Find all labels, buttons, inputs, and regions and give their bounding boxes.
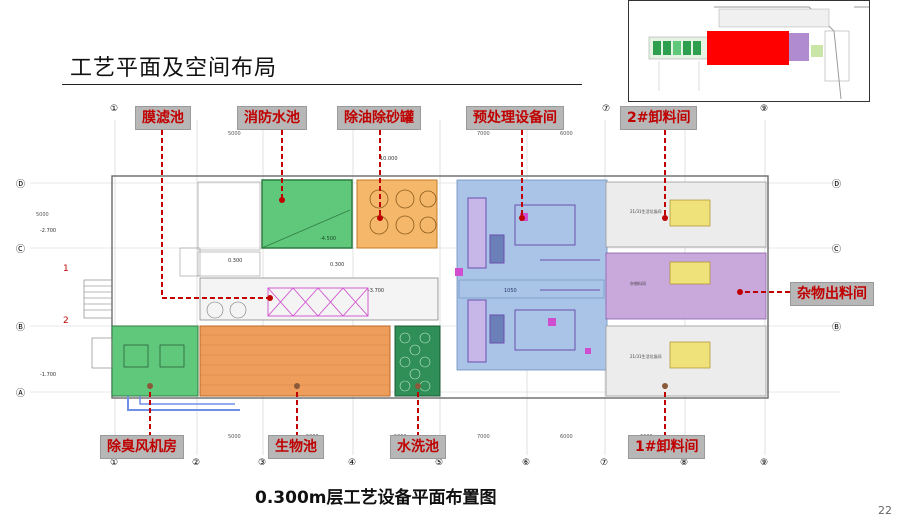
membrane-pool-area <box>199 277 439 321</box>
axis-col-7-top: ⑦ <box>602 104 611 114</box>
section-mark-2: 2 <box>63 316 69 326</box>
axis-col-1-bottom: ① <box>110 458 119 468</box>
elevation-note-0300: 0.300 <box>228 258 243 264</box>
dim-top-5: 6000 <box>560 131 573 137</box>
axis-col-6-bottom: ⑥ <box>522 458 531 468</box>
label-wash-pool: 水洗池 <box>390 435 446 459</box>
elevation-note-top: 10.000 <box>380 156 398 162</box>
axis-col-5-bottom: ⑤ <box>435 458 444 468</box>
dim-bottom-4: 7000 <box>477 434 490 440</box>
svg-text:21/31生活垃圾间: 21/31生活垃圾间 <box>630 353 662 359</box>
axis-row-b-left: Ⓑ <box>16 323 26 333</box>
label-bio-pool: 生物池 <box>268 435 324 459</box>
axis-col-3-bottom: ③ <box>258 458 267 468</box>
axis-col-8-bottom: ⑧ <box>680 458 689 468</box>
axis-row-c-right: Ⓒ <box>832 245 842 255</box>
axis-row-d-left: Ⓓ <box>16 180 26 190</box>
page-number: 22 <box>878 504 892 517</box>
axis-row-d-right: Ⓓ <box>832 180 842 190</box>
svg-text:-3.700: -3.700 <box>368 288 384 294</box>
svg-text:-4.500: -4.500 <box>320 236 336 242</box>
axis-col-4-bottom: ④ <box>348 458 357 468</box>
svg-text:杂物料间: 杂物料间 <box>630 280 646 286</box>
elevation-note-left-b: -1.700 <box>40 372 57 378</box>
axis-col-9-top: ⑨ <box>760 104 769 114</box>
site-key-plan-drawing <box>648 6 869 100</box>
drawing-caption: 0.300m层工艺设备平面布置图 <box>255 488 497 508</box>
label-membrane-pool: 膜滤池 <box>135 106 191 130</box>
axis-row-c-left: Ⓒ <box>16 245 26 255</box>
axis-row-a-left: Ⓐ <box>16 389 26 399</box>
axis-col-7-bottom: ⑦ <box>600 458 609 468</box>
oil-sand-tank-area <box>356 179 438 249</box>
axis-col-1-top: ① <box>110 104 119 114</box>
title-underline <box>62 84 582 85</box>
dim-top-1: 5000 <box>228 131 241 137</box>
label-unload-room-1: 1#卸料间 <box>628 435 706 459</box>
dim-top-4: 7000 <box>477 131 490 137</box>
label-debris-room: 杂物出料间 <box>790 282 874 306</box>
label-unload-room-2: 2#卸料间 <box>620 106 698 130</box>
axis-col-2-bottom: ② <box>192 458 201 468</box>
svg-text:1050: 1050 <box>504 288 517 294</box>
slide-title: 工艺平面及空间布局 <box>70 56 278 81</box>
elevation-note-left: -2.700 <box>40 228 57 234</box>
site-key-plan <box>628 0 870 102</box>
dim-bottom-1: 5000 <box>228 434 241 440</box>
label-oil-sand-tank: 除油除砂罐 <box>337 106 421 130</box>
svg-text:21/31生活垃圾间: 21/31生活垃圾间 <box>630 208 662 214</box>
fire-pool-area <box>261 179 353 249</box>
dim-left-1: 5000 <box>36 212 49 218</box>
section-mark-1: 1 <box>63 264 69 274</box>
dim-bottom-5: 6000 <box>560 434 573 440</box>
label-pretreat-room: 预处理设备间 <box>466 106 564 130</box>
axis-row-b-right: Ⓑ <box>832 323 842 333</box>
label-deodor-room: 除臭风机房 <box>100 435 184 459</box>
elevation-note-0300b: 0.300 <box>330 262 345 268</box>
label-fire-pool: 消防水池 <box>237 106 307 130</box>
axis-col-9-bottom: ⑨ <box>760 458 769 468</box>
